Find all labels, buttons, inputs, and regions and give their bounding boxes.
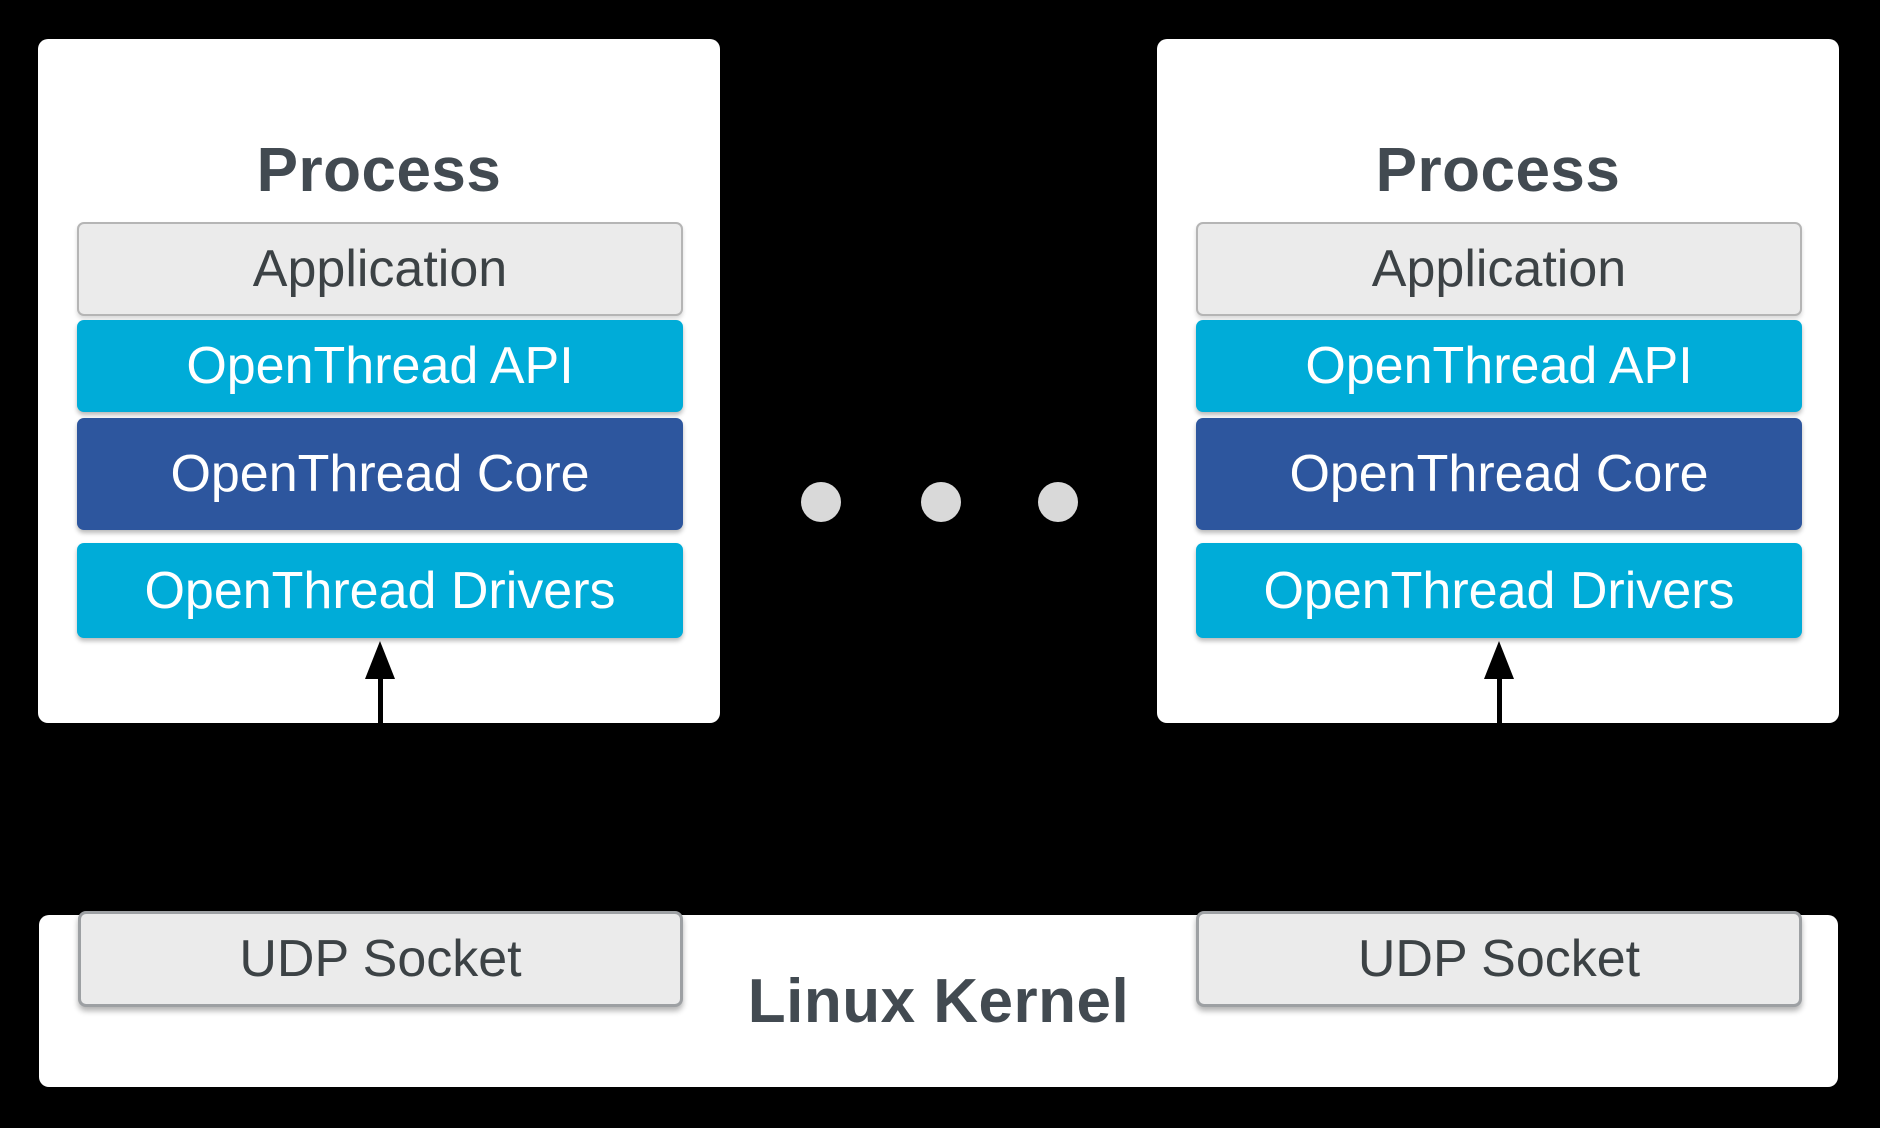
udp-socket-right: UDP Socket [1196, 911, 1802, 1007]
layer-openthread-api: OpenThread API [1196, 320, 1802, 412]
linux-kernel-title: Linux Kernel [747, 966, 1130, 1036]
process-card-left: Process Application OpenThread API OpenT… [38, 39, 720, 723]
ellipsis-dot [801, 482, 841, 522]
process-title: Process [1375, 136, 1621, 205]
layer-openthread-drivers: OpenThread Drivers [77, 543, 683, 638]
layer-openthread-api: OpenThread API [77, 320, 683, 412]
up-arrow [1484, 641, 1514, 723]
udp-socket-left: UDP Socket [78, 911, 683, 1007]
up-arrow [365, 641, 395, 723]
layer-openthread-core: OpenThread Core [77, 418, 683, 530]
arrow-shaft [377, 678, 383, 723]
layer-openthread-core: OpenThread Core [1196, 418, 1802, 530]
arrow-shaft [1496, 678, 1502, 723]
arrowhead-icon [1484, 641, 1514, 679]
process-title: Process [256, 136, 502, 205]
arrowhead-icon [365, 641, 395, 679]
ellipsis-dot [1038, 482, 1078, 522]
layer-application: Application [77, 222, 683, 316]
layer-application: Application [1196, 222, 1802, 316]
ellipsis-dot [921, 482, 961, 522]
layer-openthread-drivers: OpenThread Drivers [1196, 543, 1802, 638]
process-card-right: Process Application OpenThread API OpenT… [1157, 39, 1839, 723]
